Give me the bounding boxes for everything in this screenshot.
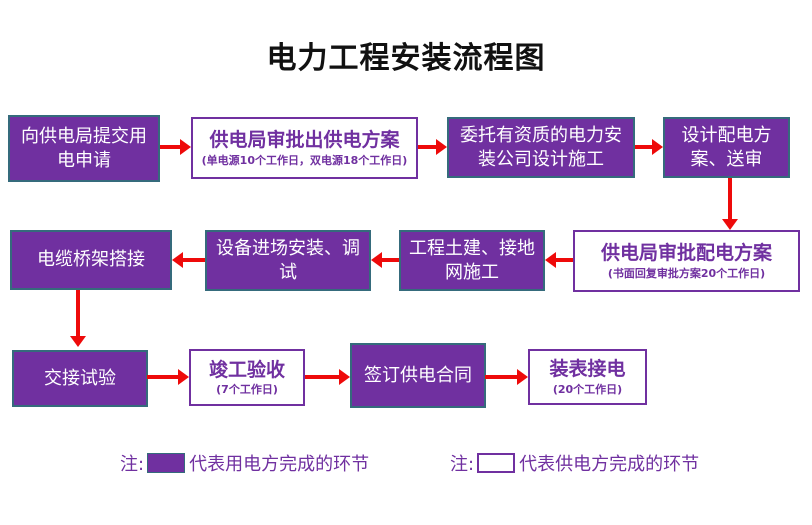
flow-step-duration: (书面回复审批方案20个工作日) xyxy=(607,266,766,280)
arrow-down-icon xyxy=(722,178,738,230)
flow-step-label: 交接试验 xyxy=(44,367,116,389)
arrow-right-icon xyxy=(635,139,663,155)
arrow-right-icon xyxy=(147,369,189,385)
flow-step-sign-contract: 签订供电合同 xyxy=(350,343,486,408)
arrow-right-icon xyxy=(305,369,350,385)
flow-step-design-distribution: 设计配电方案、送审 xyxy=(663,117,790,178)
legend-consumer-text: 代表用电方完成的环节 xyxy=(189,454,370,475)
flow-step-cable-tray: 电缆桥架搭接 xyxy=(10,230,172,290)
flow-step-duration: (7个工作日) xyxy=(216,383,278,397)
arrow-right-icon xyxy=(418,139,447,155)
flow-step-label: 设计配电方案、送审 xyxy=(681,125,772,170)
legend-supplier-swatch xyxy=(477,453,516,473)
legend-note-label: 注: xyxy=(120,454,145,475)
flow-step-label: 签订供电合同 xyxy=(364,364,472,386)
flow-step-entrust-company: 委托有资质的电力安装公司设计施工 xyxy=(447,117,635,178)
flow-step-label: 电缆桥架搭接 xyxy=(37,249,145,271)
arrow-left-icon xyxy=(172,252,205,268)
arrow-left-icon xyxy=(371,252,399,268)
legend-note-label: 注: xyxy=(450,454,475,475)
flow-step-label: 竣工验收 xyxy=(208,358,285,381)
legend-consumer: 注: 代表用电方完成的环节 xyxy=(120,450,369,476)
flow-step-label: 供电局审批出供电方案 xyxy=(209,129,400,152)
arrow-down-icon xyxy=(70,290,86,347)
flow-step-label: 供电局审批配电方案 xyxy=(600,242,772,265)
arrow-right-icon xyxy=(485,369,528,385)
legend-supplier: 注: 代表供电方完成的环节 xyxy=(450,450,699,476)
flow-step-meter-connection: 装表接电 (20个工作日) xyxy=(528,349,647,405)
flow-step-handover-test: 交接试验 xyxy=(12,350,148,407)
flow-step-completion-acceptance: 竣工验收 (7个工作日) xyxy=(189,349,305,406)
page-title: 电力工程安装流程图 xyxy=(266,41,546,76)
flow-step-label: 向供电局提交用电申请 xyxy=(21,126,147,171)
arrow-left-icon xyxy=(545,252,573,268)
flow-step-label: 装表接电 xyxy=(549,358,626,381)
legend-consumer-swatch xyxy=(147,453,186,473)
flow-step-label: 设备进场安装、调试 xyxy=(216,238,360,283)
flow-step-duration: (20个工作日) xyxy=(552,382,623,396)
flow-step-duration: (单电源10个工作日，双电源18个工作日) xyxy=(201,153,408,167)
flow-step-apply: 向供电局提交用电申请 xyxy=(8,115,160,182)
flow-step-label: 委托有资质的电力安装公司设计施工 xyxy=(460,125,622,170)
flow-step-civil-grounding: 工程土建、接地网施工 xyxy=(399,230,545,291)
arrow-right-icon xyxy=(160,139,191,155)
legend-supplier-text: 代表供电方完成的环节 xyxy=(519,454,700,475)
flow-step-approve-distribution-plan: 供电局审批配电方案 (书面回复审批方案20个工作日) xyxy=(573,230,800,292)
flow-step-approve-supply-plan: 供电局审批出供电方案 (单电源10个工作日，双电源18个工作日) xyxy=(191,117,418,179)
flow-step-equipment-install: 设备进场安装、调试 xyxy=(205,230,371,291)
flow-step-label: 工程土建、接地网施工 xyxy=(409,238,535,283)
